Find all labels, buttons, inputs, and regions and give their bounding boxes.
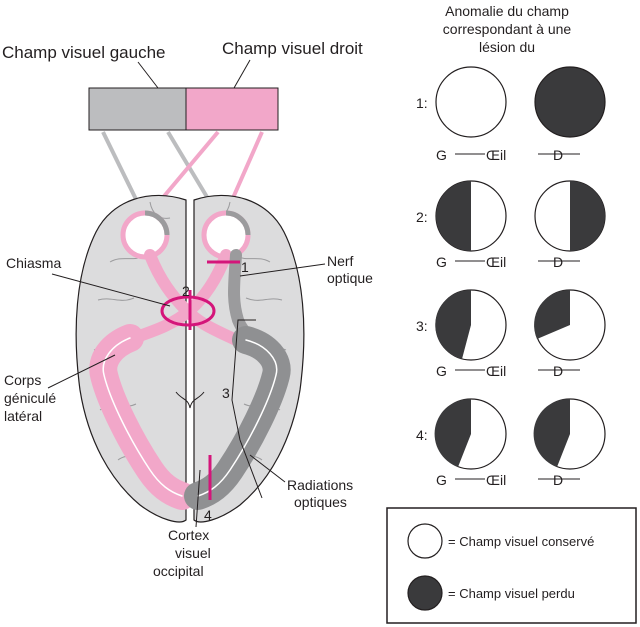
lesion-label-3: 3 (222, 385, 230, 401)
row-4-right-loss (533, 398, 570, 467)
optic-nerve-leader (239, 263, 326, 277)
row-2-right-loss (570, 181, 605, 251)
radiations-label-1: Radiations (287, 477, 353, 493)
anomaly-panel: Anomalie du champ correspondant à une lé… (416, 3, 606, 470)
chiasma-label: Chiasma (6, 255, 61, 271)
legend-lost-label: = Champ visuel perdu (448, 586, 575, 601)
row-2-left-loss (436, 181, 471, 251)
right-eye-temporal-retina (225, 210, 251, 236)
radiations-label-2: optiques (294, 494, 347, 510)
row-3-label: 3: (416, 318, 428, 334)
row-1-left-eye-label: G (436, 147, 447, 163)
row-2-left-eye-label: G (436, 254, 447, 270)
optic-nerve-label-2: optique (327, 270, 373, 286)
lgn-label-2: géniculé (4, 390, 56, 406)
row-4-left-eye-label: G (436, 472, 447, 488)
left-eye-temporal-retina (144, 210, 170, 236)
legend-lost-swatch (407, 575, 443, 611)
row-1-label: 1: (416, 95, 428, 111)
row-3-right-eye-label: D (553, 363, 563, 379)
legend-preserved-swatch (407, 523, 443, 559)
cortex-leader (195, 469, 201, 528)
lesion-label-2: 2 (182, 283, 190, 299)
anomaly-header-2: correspondant à une (443, 21, 572, 37)
row-3-left-loss (435, 289, 471, 359)
row-3-eye-word: Œil (486, 363, 506, 379)
cortex-label-2: visuel (175, 545, 211, 561)
row-2-label: 2: (416, 209, 428, 225)
row-1-eye-word: Œil (486, 147, 506, 163)
legend-preserved-label: = Champ visuel conservé (448, 534, 594, 549)
row-3-right-loss (534, 289, 570, 339)
midbrain-outline (175, 391, 205, 409)
right-field-leader (233, 59, 251, 89)
row-1-right-eye-label: D (553, 147, 563, 163)
row-captions: G Œil D G Œil D G Œil D G Œil D (436, 147, 580, 488)
left-field-leader (137, 61, 159, 89)
legend: = Champ visuel conservé = Champ visuel p… (386, 507, 637, 624)
lesion-markers: 1 2 3 4 (160, 259, 263, 523)
lesion-3-bracket (231, 319, 263, 499)
right-visual-field-box (185, 87, 279, 131)
row-1-right-field (534, 66, 606, 138)
lgn-label-1: Corps (4, 372, 41, 388)
optic-nerve-label-1: Nerf (327, 253, 354, 269)
lgn-leader (47, 354, 116, 389)
lesion-marker-2 (160, 295, 216, 327)
row-2-eye-word: Œil (486, 254, 506, 270)
cortex-label-3: occipital (153, 563, 204, 579)
cortex-label-1: Cortex (168, 527, 209, 543)
radiations-leader (249, 454, 286, 483)
lesion-label-4: 4 (204, 507, 212, 523)
right-field-label: Champ visuel droit (222, 39, 363, 58)
row-1-left-field (435, 66, 507, 138)
row-4-label: 4: (416, 427, 428, 443)
lgn-label-3: latéral (4, 408, 42, 424)
pink-radiation-stripe (102, 337, 183, 497)
row-4-left-loss (434, 398, 471, 467)
anatomy-labels: Chiasma Nerf optique Corps géniculé laté… (4, 253, 373, 579)
eyes (120, 210, 251, 260)
chiasma-leader (51, 273, 171, 307)
anomaly-header-1: Anomalie du champ (445, 3, 569, 19)
gray-radiation-stripe (197, 339, 278, 497)
lesion-label-1: 1 (241, 259, 249, 275)
row-3-left-eye-label: G (436, 363, 447, 379)
left-field-label: Champ visuel gauche (2, 43, 165, 62)
left-visual-field-box (88, 87, 187, 131)
row-2-right-eye-label: D (553, 254, 563, 270)
anomaly-header-3: lésion du (479, 39, 535, 55)
row-4-eye-word: Œil (486, 472, 506, 488)
row-4-right-eye-label: D (553, 472, 563, 488)
